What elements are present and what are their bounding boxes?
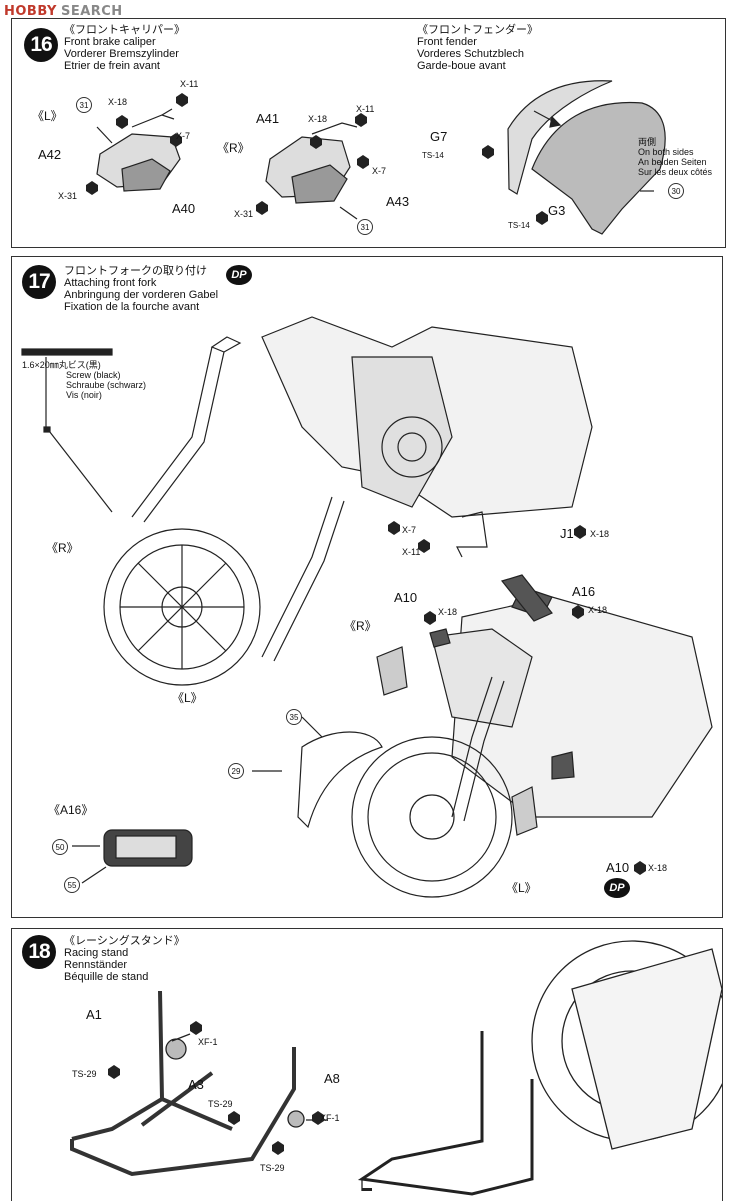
part-a16: A16 xyxy=(572,584,596,599)
stand-title-fr: Béquille de stand xyxy=(64,971,149,983)
decal-35-marker: 35 xyxy=(286,709,302,725)
decal-31-marker-a: 31 xyxy=(76,97,92,113)
fork-title-de: Anbringung der vorderen Gabel xyxy=(64,289,219,301)
both-sides-de: An beiden Seiten xyxy=(638,157,707,167)
xf1-label-b: XF-1 xyxy=(320,1113,340,1123)
part-a41: A41 xyxy=(256,111,280,126)
caliper-title-en: Front brake caliper xyxy=(64,36,156,48)
fork-title-ja: フロントフォークの取り付け xyxy=(64,265,207,277)
ts14-label-b: TS-14 xyxy=(508,221,530,230)
watermark-brand-b: SEARCH xyxy=(60,4,123,19)
ts29-label-b: TS-29 xyxy=(208,1099,233,1109)
step-16-panel: 16 《フロントキャリパー》 Front brake caliper Vorde… xyxy=(11,18,726,248)
x18-a16-label: X-18 xyxy=(588,605,608,615)
meter-a16-mark: 《A16》 xyxy=(48,803,94,817)
fender-title-de: Vorderes Schutzblech xyxy=(417,48,525,60)
decal-31-marker-b: 31 xyxy=(357,219,373,235)
right-side-mark: 《R》 xyxy=(217,141,250,155)
ts29-label-a: TS-29 xyxy=(72,1069,97,1079)
step-18-panel: 18 《レーシングスタンド》 Racing stand Rennständer … xyxy=(11,928,723,1201)
caliper-title-fr: Etrier de frein avant xyxy=(64,60,160,72)
caliper-right-mark: 《R》 xyxy=(344,619,377,633)
dp-badge-a10: DP xyxy=(604,878,630,898)
watermark-logo: HOBBY SEARCH xyxy=(4,4,123,19)
part-a10-bottom: A10 xyxy=(606,860,630,875)
part-a40: A40 xyxy=(172,201,196,216)
step-17-panel: 17 フロントフォークの取り付け Attaching front fork An… xyxy=(11,256,723,918)
x31-label-a: X-31 xyxy=(58,191,78,201)
x11-label-b: X-11 xyxy=(356,104,375,114)
page-number-mark xyxy=(362,1188,372,1191)
step-16-drawings xyxy=(86,80,666,235)
decal-30-marker: 30 xyxy=(668,183,684,199)
part-g3: G3 xyxy=(548,203,566,218)
part-a43: A43 xyxy=(386,194,410,209)
x18-label-b: X-18 xyxy=(308,114,328,124)
ts14-label-a: TS-14 xyxy=(422,151,444,160)
caliper-title-de: Vorderer Bremszylinder xyxy=(64,48,179,60)
watermark-brand-a: HOBBY xyxy=(4,4,57,19)
fork-title-fr: Fixation de la fourche avant xyxy=(64,301,200,313)
part-a3: A3 xyxy=(188,1077,204,1092)
stand-title-de: Rennständer xyxy=(64,959,127,971)
fork-right-mark: 《R》 xyxy=(46,541,79,555)
fender-title-en: Front fender xyxy=(417,36,477,48)
part-a42: A42 xyxy=(38,147,62,162)
decal-55-marker: 55 xyxy=(64,877,80,893)
x7-label: X-7 xyxy=(402,525,417,535)
caliper-title-ja: 《フロントキャリパー》 xyxy=(64,24,185,36)
caliper-title: 《フロントキャリパー》 Front brake caliper Vorderer… xyxy=(64,24,185,72)
x18-a10-top-label: X-18 xyxy=(438,607,458,617)
left-side-mark: 《L》 xyxy=(32,109,63,123)
x11-label: X-11 xyxy=(402,547,421,557)
part-a10-top: A10 xyxy=(394,590,418,605)
x7-label-b: X-7 xyxy=(372,166,387,176)
x7-label-a: X-7 xyxy=(176,131,191,141)
step-17-drawings xyxy=(21,316,713,898)
screw-caption: 1.6×20㎜丸ビス(黒) Screw (black) Schraube (sc… xyxy=(22,360,146,400)
x18-label-a: X-18 xyxy=(108,97,128,107)
fork-title-en: Attaching front fork xyxy=(64,277,157,289)
caliper-left-mark: 《L》 xyxy=(506,881,537,895)
part-g7: G7 xyxy=(430,129,448,144)
xf1-label-a: XF-1 xyxy=(198,1037,218,1047)
step-18-drawings xyxy=(70,940,722,1196)
screw-caption-de: Schraube (schwarz) xyxy=(66,380,147,390)
step-16-number: 16 xyxy=(24,28,58,62)
part-a1: A1 xyxy=(86,1007,102,1022)
x31-label-b: X-31 xyxy=(234,209,254,219)
fork-left-mark: 《L》 xyxy=(172,691,203,705)
both-sides-ja: 両側 xyxy=(638,137,657,147)
fender-title-fr: Garde-boue avant xyxy=(417,60,506,72)
decal-29-marker: 29 xyxy=(228,763,244,779)
part-j1: J1 xyxy=(560,526,574,541)
screw-caption-ja: 1.6×20㎜丸ビス(黒) xyxy=(22,360,101,370)
fender-title: 《フロントフェンダー》 Front fender Vorderes Schutz… xyxy=(417,24,538,72)
x18-a10-bottom-label: X-18 xyxy=(648,863,668,873)
stand-title-ja: 《レーシングスタンド》 xyxy=(64,935,185,947)
screw-caption-fr: Vis (noir) xyxy=(66,390,102,400)
both-sides-en: On both sides xyxy=(638,147,694,157)
stand-title: 《レーシングスタンド》 Racing stand Rennständer Béq… xyxy=(64,935,185,983)
part-a8: A8 xyxy=(324,1071,340,1086)
decal-50-marker: 50 xyxy=(52,839,68,855)
step-18-number: 18 xyxy=(22,935,56,969)
fork-title: フロントフォークの取り付け Attaching front fork Anbri… xyxy=(64,265,218,313)
ts29-label-c: TS-29 xyxy=(260,1163,285,1173)
x11-label-a: X-11 xyxy=(180,79,199,89)
fender-title-ja: 《フロントフェンダー》 xyxy=(417,24,538,36)
both-sides-note: 両側 On both sides An beiden Seiten Sur le… xyxy=(638,137,712,177)
step-17-number: 17 xyxy=(22,265,56,299)
dp-badge-step17: DP xyxy=(226,265,252,285)
stand-title-en: Racing stand xyxy=(64,947,129,959)
x18-j1-label: X-18 xyxy=(590,529,610,539)
both-sides-fr: Sur les deux côtés xyxy=(638,167,713,177)
screw-caption-en: Screw (black) xyxy=(66,370,121,380)
